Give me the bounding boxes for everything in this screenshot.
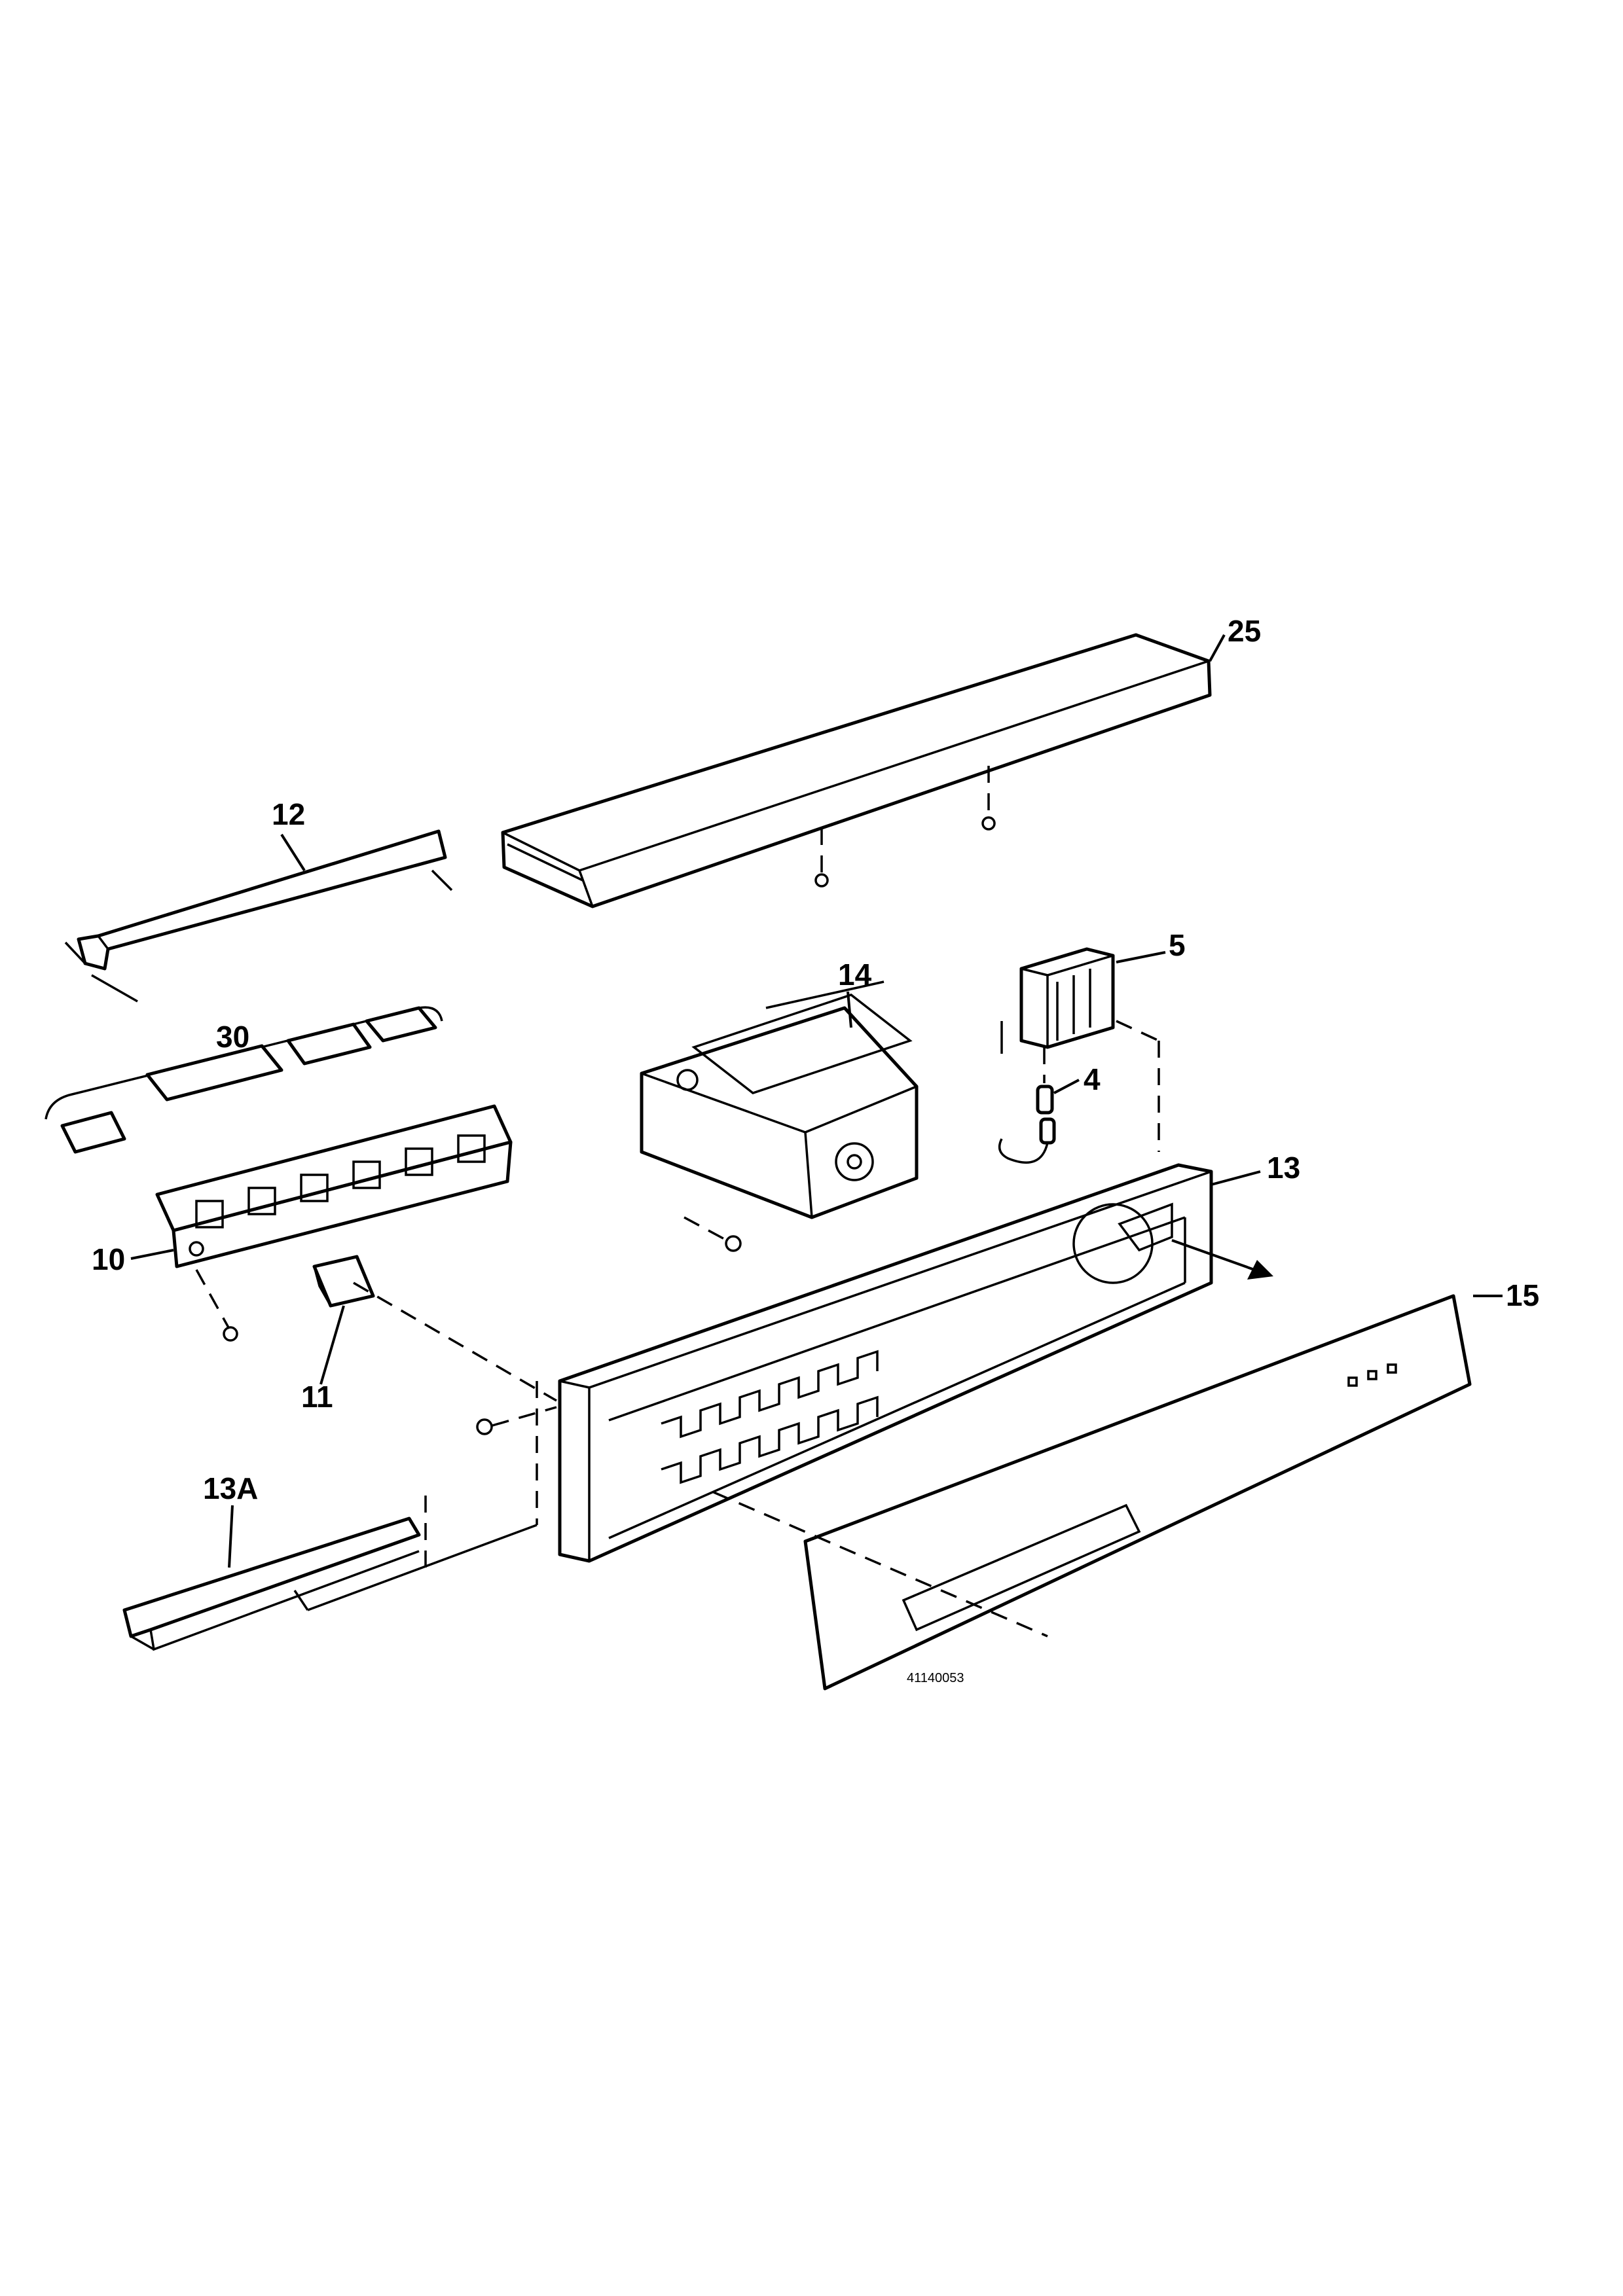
drawing-code: 41140053 bbox=[907, 1671, 964, 1685]
callout-11: 11 bbox=[301, 1380, 333, 1414]
part-12-side-trim bbox=[64, 829, 453, 1003]
callout-4: 4 bbox=[1084, 1062, 1101, 1096]
leader-lines bbox=[130, 634, 1503, 1568]
part-13a-bottom-trim bbox=[122, 1496, 538, 1651]
part-10-switch-block bbox=[155, 1104, 513, 1342]
part-5-terminal-block bbox=[1000, 947, 1160, 1152]
callout-30: 30 bbox=[216, 1020, 249, 1054]
part-4-lamp-cable bbox=[998, 1047, 1056, 1164]
part-25-top-trim bbox=[501, 633, 1212, 908]
callout-12: 12 bbox=[272, 797, 305, 831]
callout-13: 13 bbox=[1267, 1151, 1300, 1185]
part-13-panel-frame bbox=[353, 1163, 1273, 1563]
callout-10: 10 bbox=[92, 1242, 125, 1276]
callout-5: 5 bbox=[1169, 928, 1186, 962]
part-15-fascia-panel bbox=[713, 1294, 1472, 1691]
part-30-button-set bbox=[45, 1006, 443, 1154]
callout-25: 25 bbox=[1228, 614, 1261, 648]
callout-13a: 13A bbox=[203, 1471, 258, 1505]
part-14-timer bbox=[640, 980, 919, 1252]
part-11-switch bbox=[312, 1255, 375, 1308]
callout-14: 14 bbox=[838, 958, 872, 992]
callout-15: 15 bbox=[1506, 1278, 1539, 1312]
